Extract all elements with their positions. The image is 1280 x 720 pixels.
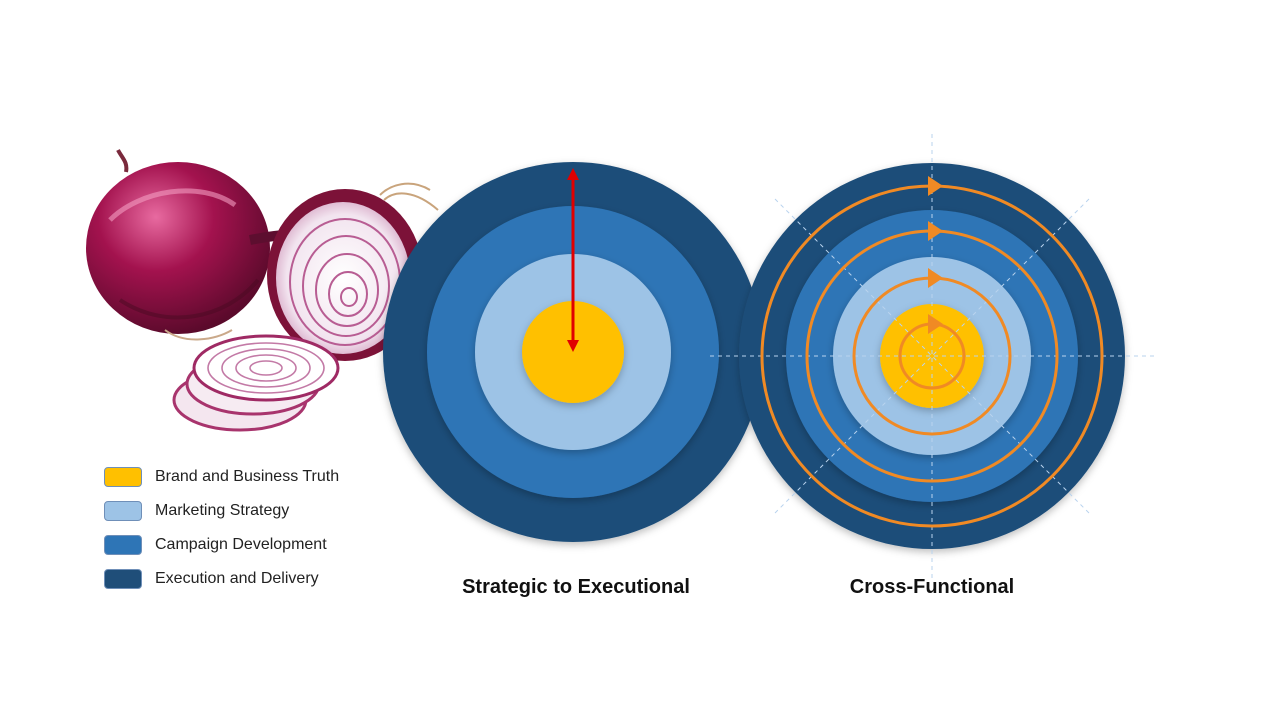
legend-label: Brand and Business Truth — [155, 468, 340, 485]
radial-guide-line — [774, 198, 1090, 514]
orbit-arrows — [760, 176, 1104, 528]
orbit-arrowhead-icon — [928, 221, 943, 241]
legend-item-campaign-development: Campaign Development — [104, 532, 404, 566]
orbit-arrowhead-icon — [928, 176, 943, 196]
core-brand-business-truth — [522, 301, 624, 403]
red-onion-icon — [86, 149, 439, 432]
orbit-arrowhead-icon — [928, 314, 943, 334]
legend: Brand and Business Truth Marketing Strat… — [104, 464, 404, 600]
orbit-arrowhead-icon — [928, 268, 943, 288]
legend-item-execution-delivery: Execution and Delivery — [104, 566, 404, 600]
legend-item-brand-business-truth: Brand and Business Truth — [104, 464, 404, 498]
strategic-to-executional-diagram — [383, 162, 763, 542]
radial-guide-lines — [710, 134, 1154, 578]
legend-label: Marketing Strategy — [155, 502, 290, 519]
legend-item-marketing-strategy: Marketing Strategy — [104, 498, 404, 532]
legend-swatch — [104, 467, 142, 487]
cross-functional-diagram — [710, 134, 1154, 578]
legend-label: Execution and Delivery — [155, 570, 319, 587]
legend-swatch — [104, 501, 142, 521]
caption-cross-functional: Cross-Functional — [849, 576, 1015, 598]
legend-swatch — [104, 535, 142, 555]
caption-strategic-to-executional: Strategic to Executional — [462, 576, 690, 598]
legend-label: Campaign Development — [155, 536, 327, 553]
radial-guide-line — [774, 198, 1090, 514]
legend-swatch — [104, 569, 142, 589]
